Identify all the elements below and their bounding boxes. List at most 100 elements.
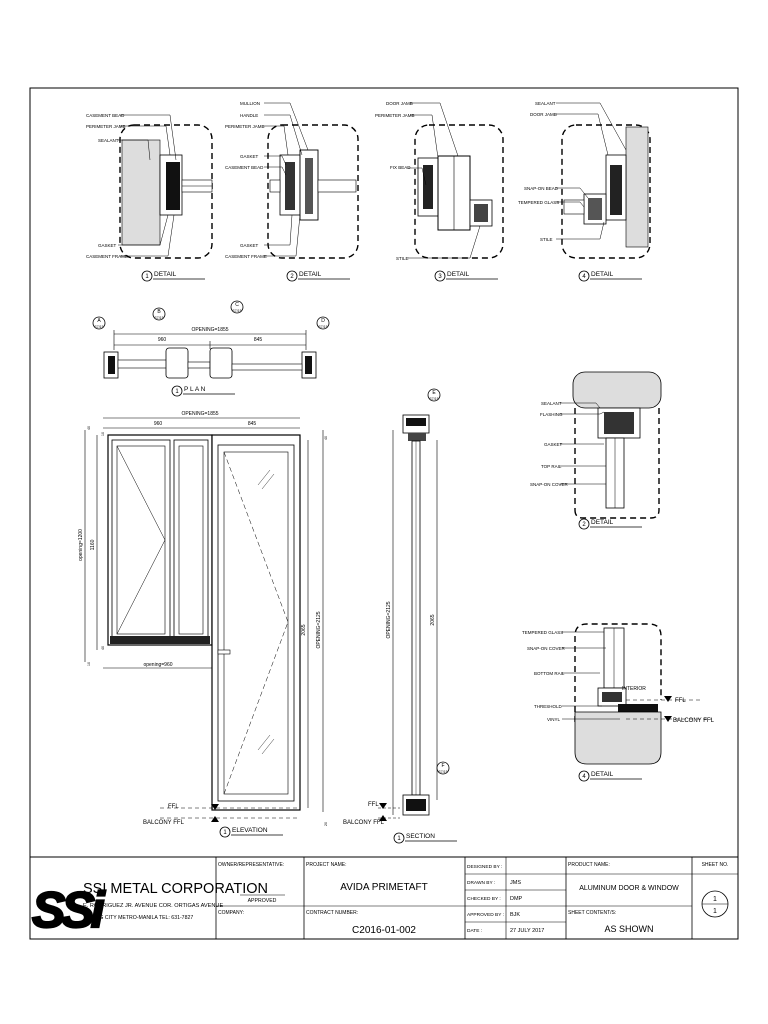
section-num: 1 (397, 836, 401, 842)
detail-4-frame (561, 124, 651, 259)
contract-number: C2016-01-002 (352, 925, 416, 936)
callout-casement-bead: CASEMENT BEAD (225, 165, 264, 170)
callout-fix-bead: FIX BEAD (390, 165, 411, 170)
detail-2: MULLION HANDLE PERIMETER JAMB GASKET CAS… (225, 101, 359, 282)
drawn-value: JMS (510, 880, 521, 886)
product-name: ALUMINUM DOOR & WINDOW (579, 885, 679, 892)
company-address-1: E. RODRIGUEZ JR. AVENUE COR. ORTIGAS AVE… (83, 903, 223, 909)
detail-2-label: DETAIL (299, 271, 322, 278)
elev-ffl: FFL (168, 804, 179, 810)
detail-head: SEALANT FLASHING GASKET TOP RAIL SNAP-ON… (530, 371, 662, 530)
concrete-wall (625, 126, 649, 248)
detail-head-num: 2 (582, 522, 586, 528)
callout-perimeter-jamb: PERIMETER JAMB (375, 113, 415, 118)
elev-title: ELEVATION (232, 827, 268, 834)
approved-text: APPROVED (248, 898, 277, 904)
elev-small-dim-5: 40 (324, 436, 328, 440)
elev-small-dim-1: 40 (87, 426, 91, 430)
door-frame (211, 434, 301, 811)
section-inner: 2065 (430, 614, 436, 625)
concrete-wall (121, 139, 161, 246)
section-ffl: FFL (368, 802, 379, 808)
callout-perimeter-jamb: PERIMETER JAMB (225, 124, 265, 129)
date-label: DATE : (467, 928, 482, 934)
detail-3-num: 3 (438, 274, 442, 280)
detail-4: SEALANT DOOR JAMB SNAP-ON BEAD TEMPERED … (518, 101, 651, 282)
owner-label: OWNER/REPRESENTATIVE: (218, 862, 284, 868)
sill-balcony: BALCONY FFL (673, 718, 715, 724)
elev-door-dim: 2065 (301, 624, 307, 635)
plan-num: 1 (175, 389, 179, 395)
section-balcony: BALCONY FFL (343, 820, 385, 826)
sheet-bottom: 1 (713, 908, 717, 915)
callout-tempered-glass: TEMPERED GLASS (522, 630, 563, 635)
detail-4-callouts: SEALANT DOOR JAMB SNAP-ON BEAD TEMPERED … (518, 101, 559, 242)
logo-mark: SSi (32, 882, 106, 938)
callout-handle: HANDLE (240, 113, 258, 118)
callout-mullion: MULLION (240, 101, 260, 106)
concrete-floor (574, 711, 662, 765)
marker-a-ref: S7/15 (94, 325, 103, 329)
elev-small-dim-3: 10 (87, 662, 91, 666)
plan-dim-left: 960 (158, 337, 167, 343)
sheet-top: 1 (713, 896, 717, 903)
sheet-label: SHEET NO. (702, 862, 729, 868)
detail-2-num: 2 (290, 274, 294, 280)
elev-small-dim-4: 40 (101, 646, 105, 650)
detail-3-label: DETAIL (447, 271, 470, 278)
elev-window-height: 1160 (90, 539, 96, 550)
callout-gasket: GASKET (98, 243, 117, 248)
callout-casement-frame: CASEMENT FRAME (86, 254, 128, 259)
elev-dim-right: 845 (248, 421, 257, 427)
company-name: SSI METAL CORPORATION (83, 881, 268, 897)
elev-small-dim-2: 10 (101, 432, 105, 436)
section-opening: OPENING=2125 (386, 601, 392, 638)
project-label: PROJECT NAME: (306, 862, 346, 868)
callout-stile: STILE (396, 256, 409, 261)
elev-small-dim-6: 20 (324, 822, 328, 826)
callout-door-jamb: DOOR JAMB (386, 101, 413, 106)
detail-1-num: 1 (145, 274, 149, 280)
drawn-label: DRAWN BY : (467, 880, 495, 886)
elev-opening-bottom: opening=960 (143, 662, 172, 668)
detail-4-num: 4 (582, 274, 586, 280)
callout-sealant: SEALANT (541, 401, 562, 406)
section-view: OPENING=2125 2065 E S7/15 F S7/15 FFL BA… (343, 388, 457, 844)
detail-head-label: DETAIL (591, 519, 614, 526)
project-name: AVIDA PRIMETAFT (340, 882, 427, 893)
callout-casement-bead: CASEMENT BEAD (86, 113, 125, 118)
callout-vinyl: VINYL (547, 717, 561, 722)
approved-label: APPROVED BY : (467, 912, 504, 918)
plan-opening-dim: OPENING=1855 (191, 327, 228, 333)
callout-gasket: GASKET (240, 154, 259, 159)
callout-casement-frame: CASEMENT FRAME (225, 254, 267, 259)
elev-balcony: BALCONY FFL (143, 820, 185, 826)
detail-3-callouts: DOOR JAMB PERIMETER JAMB FIX BEAD STILE (375, 101, 415, 261)
approved-value: BJK (510, 912, 520, 918)
detail-3-frame (414, 124, 504, 259)
checked-label: CHECKED BY : (467, 896, 501, 902)
callout-gasket: GASKET (544, 442, 563, 447)
marker-c-ref: S7/15 (232, 309, 241, 313)
marker-f-ref: S7/15 (438, 770, 447, 774)
marker-c: C (235, 302, 239, 308)
detail-sill-label: DETAIL (591, 771, 614, 778)
detail-sill: TEMPERED GLASS SNAP-ON COVER BOTTOM RAIL… (522, 623, 715, 782)
elev-num: 1 (223, 830, 227, 836)
marker-b-ref: S7/15 (154, 316, 163, 320)
marker-e-ref: S7/15 (429, 397, 438, 401)
detail-head-callouts: SEALANT FLASHING GASKET TOP RAIL SNAP-ON… (530, 401, 569, 487)
company-label: COMPANY: (218, 910, 244, 916)
detail-1-label: DETAIL (154, 271, 177, 278)
callout-stile: STILE (540, 237, 553, 242)
detail-1-callouts: CASEMENT BEAD PERIMETER JAMB SEALANT GAS… (86, 113, 128, 259)
marker-b: B (157, 309, 161, 315)
detail-2-callouts: MULLION HANDLE PERIMETER JAMB GASKET CAS… (225, 101, 267, 259)
title-block (29, 856, 739, 940)
section-title: SECTION (406, 833, 435, 840)
interior-label: INTERIOR (622, 686, 646, 692)
detail-1: CASEMENT BEAD PERIMETER JAMB SEALANT GAS… (86, 113, 213, 282)
window-frame (107, 434, 213, 646)
company-logo: SSi (31, 881, 111, 939)
callout-door-jamb: DOOR JAMB (530, 112, 557, 117)
